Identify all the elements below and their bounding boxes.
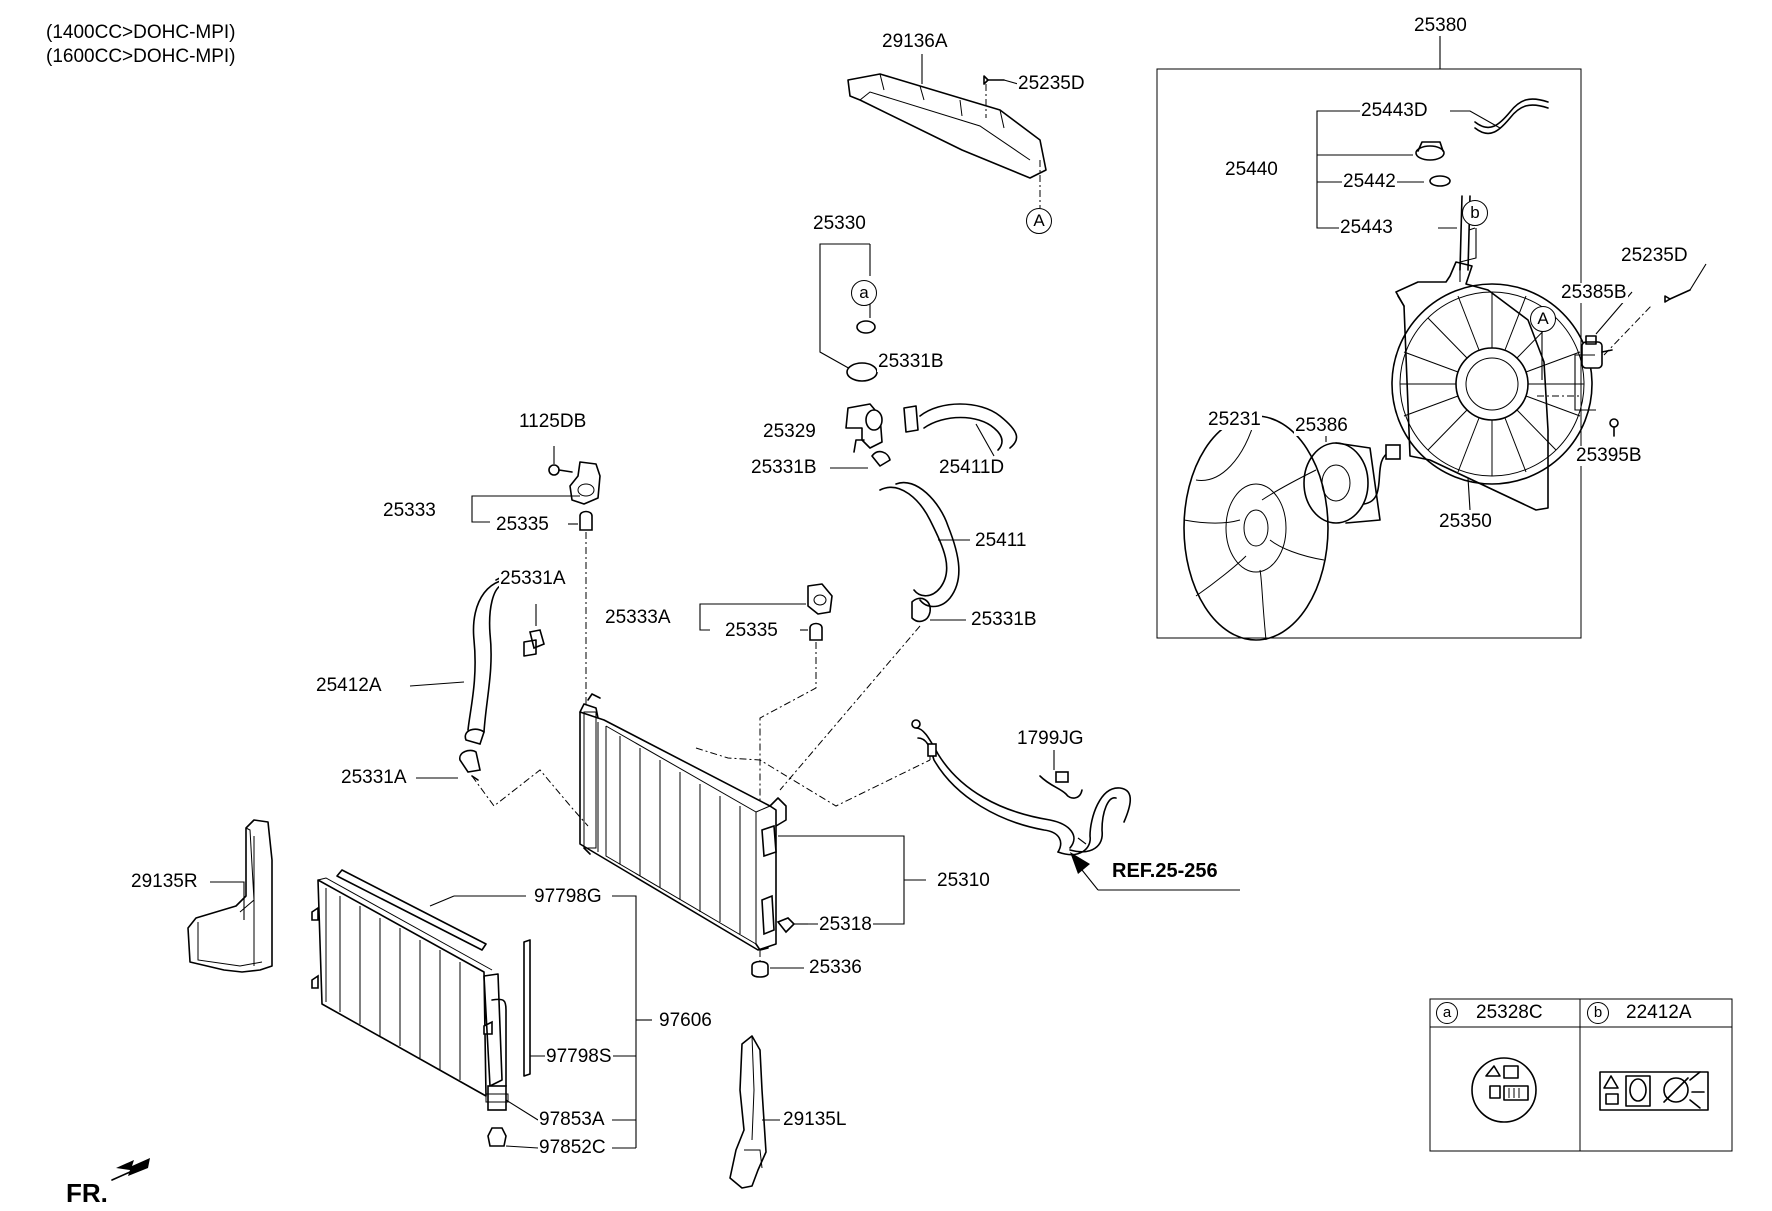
engine-variant-1: (1400CC>DOHC-MPI) <box>46 22 236 43</box>
front-arrow <box>116 1158 150 1176</box>
mount-insulator-upper <box>579 510 593 531</box>
part-label-25235D-fan[interactable]: 25235D <box>1620 245 1689 266</box>
upper-hose-short <box>919 403 1018 449</box>
part-label-25331B-top[interactable]: 25331B <box>877 351 945 372</box>
part-label-25442[interactable]: 25442 <box>1342 171 1397 192</box>
part-label-25318[interactable]: 25318 <box>818 914 873 935</box>
part-label-25395B[interactable]: 25395B <box>1575 445 1643 466</box>
reservoir-warning-label <box>1599 1071 1709 1111</box>
part-label-25331A-lower[interactable]: 25331A <box>340 767 408 788</box>
screw-25395B <box>1609 418 1619 428</box>
part-label-29136A[interactable]: 29136A <box>881 31 949 52</box>
part-label-25350[interactable]: 25350 <box>1438 511 1493 532</box>
callout-A-top[interactable]: A <box>1026 208 1052 234</box>
part-label-25330[interactable]: 25330 <box>812 213 867 234</box>
front-direction-label: FR. <box>66 1178 108 1208</box>
part-label-25386[interactable]: 25386 <box>1294 415 1349 436</box>
radiator-cap-warning-label <box>1471 1057 1537 1123</box>
part-label-25333A[interactable]: 25333A <box>604 607 672 628</box>
cap-seal <box>1429 175 1451 187</box>
part-label-25443[interactable]: 25443 <box>1339 217 1394 238</box>
bolt-1125DB <box>548 464 560 476</box>
part-label-1125DB[interactable]: 1125DB <box>518 411 588 432</box>
engine-variant-2: (1600CC>DOHC-MPI) <box>46 46 236 67</box>
fan-blade <box>1183 415 1329 641</box>
legend-part-b[interactable]: 22412A <box>1626 1002 1692 1023</box>
radiator-lower-hose <box>467 578 521 731</box>
radiator-upper-hose <box>879 486 948 597</box>
side-air-guard-left <box>729 1035 767 1189</box>
hose-clamp-25331A-upper <box>529 629 545 650</box>
coolant-neck <box>845 403 883 449</box>
fan-motor <box>1303 442 1369 524</box>
callout-A-fan[interactable]: A <box>1530 306 1556 332</box>
oil-cooler-line <box>915 727 1075 849</box>
part-label-25335-lower[interactable]: 25335 <box>724 620 779 641</box>
part-label-25329[interactable]: 25329 <box>762 421 817 442</box>
part-label-25440[interactable]: 25440 <box>1224 159 1279 180</box>
part-label-25235D-top[interactable]: 25235D <box>1017 73 1086 94</box>
receiver-drier <box>489 998 507 1093</box>
part-label-97852C[interactable]: 97852C <box>538 1137 607 1158</box>
callout-a[interactable]: a <box>851 280 877 306</box>
part-label-25443D[interactable]: 25443D <box>1360 100 1429 121</box>
part-label-25380[interactable]: 25380 <box>1413 15 1468 36</box>
part-label-97853A[interactable]: 97853A <box>538 1109 606 1130</box>
upper-mount-bracket <box>569 461 601 505</box>
side-air-guard-right <box>187 819 273 973</box>
drier-cap <box>487 1127 507 1147</box>
reservoir-hose <box>1474 104 1549 135</box>
fan-assembly-frame <box>1156 68 1582 639</box>
radiator-cap <box>846 362 878 382</box>
part-label-29135R[interactable]: 29135R <box>130 871 199 892</box>
radiator-core <box>579 711 777 951</box>
part-label-25333[interactable]: 25333 <box>382 500 437 521</box>
hose-clamp-neck <box>871 450 891 467</box>
part-label-25411[interactable]: 25411 <box>974 530 1028 551</box>
condenser-core <box>317 879 487 1097</box>
legend-part-a[interactable]: 25328C <box>1476 1002 1543 1023</box>
part-label-25385B[interactable]: 25385B <box>1560 282 1628 303</box>
hose-clamp-25331A-lower <box>459 749 481 773</box>
hose-clamp-top <box>903 405 919 433</box>
part-label-97798G[interactable]: 97798G <box>533 886 603 907</box>
callout-b[interactable]: b <box>1462 200 1488 226</box>
overflow-hose <box>1459 195 1463 271</box>
part-label-25331A-upper[interactable]: 25331A <box>499 568 567 589</box>
part-label-97798S[interactable]: 97798S <box>545 1046 613 1067</box>
fan-shroud <box>1395 261 1549 511</box>
o-ring <box>856 320 876 334</box>
reservoir-cap <box>1415 145 1445 161</box>
legend-callout-a: a <box>1436 1002 1458 1024</box>
part-label-25331B-mid[interactable]: 25331B <box>750 457 818 478</box>
lower-insulator <box>751 960 769 978</box>
part-label-25412A[interactable]: 25412A <box>315 675 383 696</box>
part-label-97606[interactable]: 97606 <box>658 1010 713 1031</box>
bolt-25235D-fan <box>1664 295 1671 303</box>
mount-insulator-lower <box>809 622 823 641</box>
legend-callout-b: b <box>1587 1002 1609 1024</box>
part-label-25331B-lower[interactable]: 25331B <box>970 609 1038 630</box>
part-label-25411D[interactable]: 25411D <box>938 457 1006 478</box>
condenser-seal-side <box>523 939 531 1077</box>
part-label-29135L[interactable]: 29135L <box>782 1109 848 1130</box>
part-label-1799JG[interactable]: 1799JG <box>1016 728 1085 749</box>
part-label-25335-upper[interactable]: 25335 <box>495 514 550 535</box>
ref-label[interactable]: REF.25-256 <box>1112 860 1218 882</box>
part-label-25231[interactable]: 25231 <box>1207 409 1262 430</box>
legend-table <box>1429 998 1733 1152</box>
condenser-seal-top <box>336 869 487 951</box>
hose-clip-1799JG <box>1039 775 1083 799</box>
drain-plug <box>776 917 796 934</box>
lower-mount-bracket <box>807 583 833 615</box>
motor-harness <box>1363 451 1391 505</box>
upper-air-guard <box>847 73 1047 179</box>
part-label-25310[interactable]: 25310 <box>936 870 991 891</box>
hose-clamp-lower <box>911 597 931 623</box>
part-label-25336[interactable]: 25336 <box>808 957 863 978</box>
